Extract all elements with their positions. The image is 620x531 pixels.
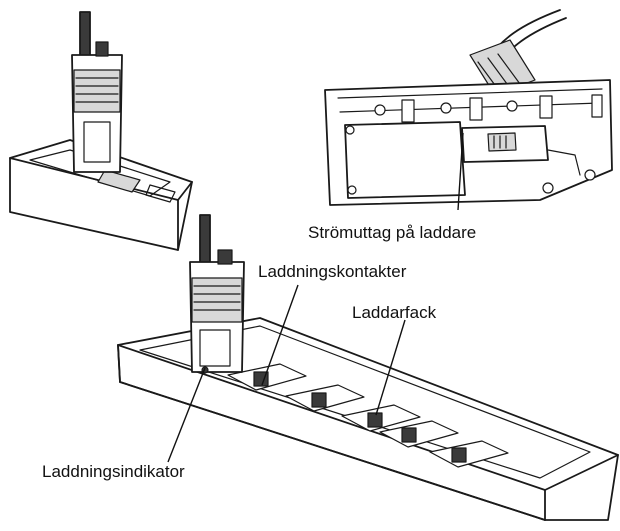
radio-single — [72, 12, 122, 172]
multi-unit-charger — [118, 215, 618, 520]
charger-back-closeup — [325, 10, 612, 205]
single-unit-charger — [10, 12, 192, 250]
label-charger-bay: Laddarfack — [352, 303, 437, 322]
label-charging-contacts: Laddningskontakter — [258, 262, 407, 281]
radio-multi — [190, 215, 244, 373]
label-power-socket: Strömuttag på laddare — [308, 223, 476, 242]
label-charging-indicator: Laddningsindikator — [42, 462, 185, 481]
